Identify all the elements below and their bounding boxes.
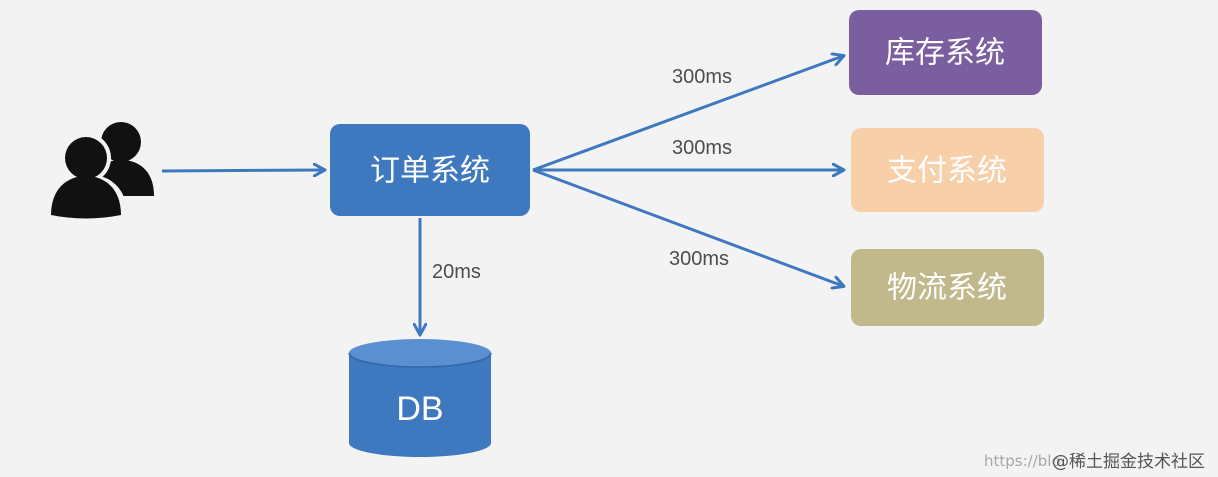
order-system-node: 订单系统 <box>330 124 530 216</box>
payment-system-label: 支付系统 <box>887 154 1007 189</box>
watermark-site: @稀土掘金技术社区 <box>1052 452 1205 472</box>
order-system-label: 订单系统 <box>370 154 490 189</box>
db-cylinder: DB <box>348 339 492 457</box>
db-label: DB <box>396 390 443 428</box>
inventory-system-node: 库存系统 <box>849 10 1042 95</box>
edge-order-to-logistics <box>532 168 843 286</box>
edge-label-logistics: 300ms <box>669 248 729 270</box>
payment-system-node: 支付系统 <box>851 128 1044 212</box>
logistics-system-label: 物流系统 <box>887 271 1007 306</box>
watermark: https://blo @稀土掘金技术社区 <box>984 452 1205 472</box>
watermark-url: https://blo <box>984 452 1061 470</box>
edge-label-inventory: 300ms <box>672 66 732 88</box>
users-icon <box>44 122 154 220</box>
edge-user-to-order <box>161 170 324 171</box>
edge-order-to-inventory <box>532 56 843 172</box>
edge-label-db: 20ms <box>432 261 481 283</box>
inventory-system-label: 库存系统 <box>885 36 1005 71</box>
edge-label-payment: 300ms <box>672 137 732 159</box>
logistics-system-node: 物流系统 <box>851 249 1044 326</box>
